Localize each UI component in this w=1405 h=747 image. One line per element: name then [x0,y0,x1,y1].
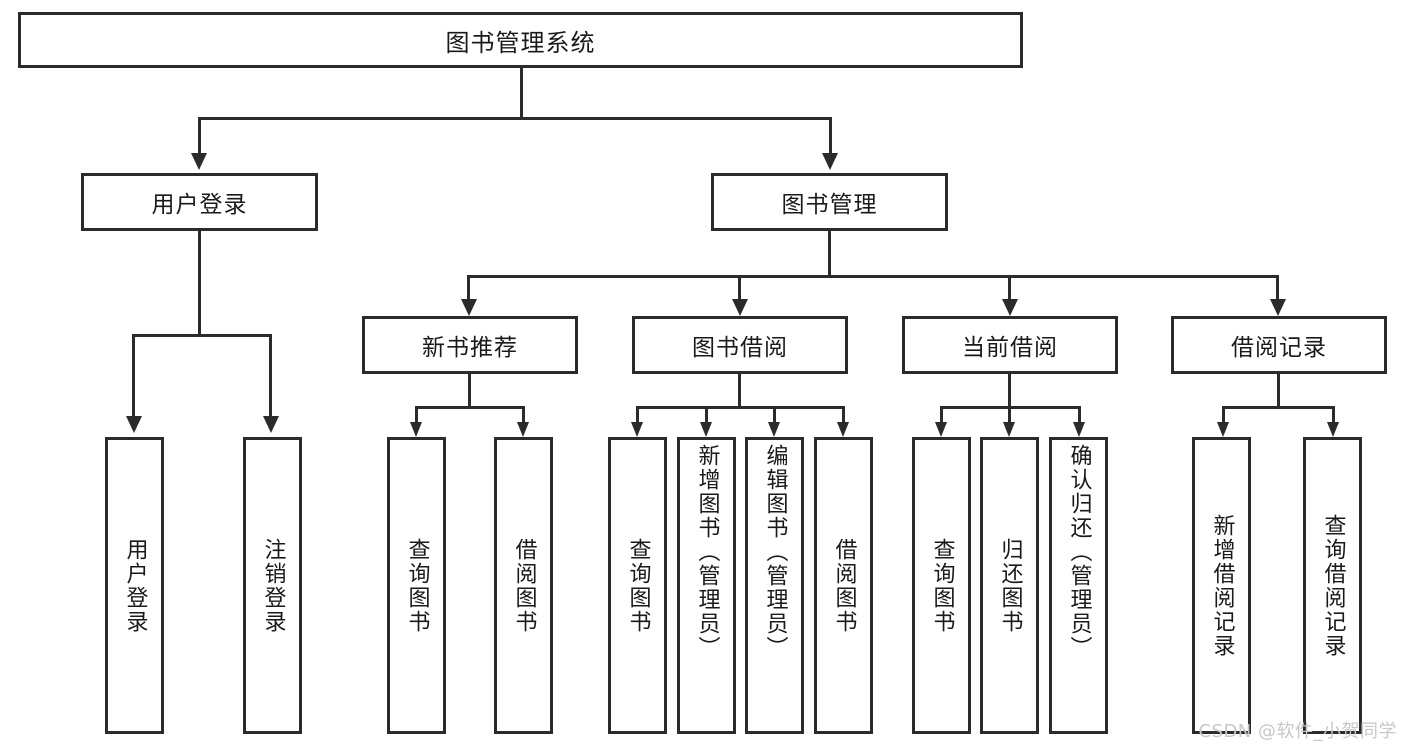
node-label: 当前借阅 [962,335,1058,361]
node-label: 查询图书 [404,537,430,634]
arrow-bm-to-book-borrow [732,299,748,316]
edge-root-bar [198,117,832,120]
edge-bb-to-leaf-3 [773,406,776,424]
node-label: 新书推荐 [422,335,518,361]
leaf-query-record[interactable]: 查询借阅记录 [1303,437,1362,734]
node-label: 查询图书 [625,537,651,634]
edge-new-book-to-leaf-2 [522,406,525,424]
edge-cb-to-leaf-2 [1008,406,1011,424]
arrow-br-to-leaf-1 [1217,422,1229,437]
arrow-bb-to-leaf-2 [700,422,712,437]
edge-user-login-stem [198,231,201,336]
node-label: 新增图书（管理员） [694,444,720,660]
arrow-cb-to-leaf-1 [935,422,947,437]
node-user-login[interactable]: 用户登录 [81,173,318,231]
edge-bb-to-leaf-4 [842,406,845,424]
edge-cb-to-leaf-1 [940,406,943,424]
arrow-user-login-to-leaf-2 [263,416,279,433]
watermark: CSDN @软件_小贺同学 [1198,721,1397,742]
node-book-borrow[interactable]: 图书借阅 [632,316,848,374]
edge-bb-to-leaf-2 [705,406,708,424]
edge-book-management-stem [828,231,831,278]
node-label: 新增借阅记录 [1209,513,1235,658]
leaf-query-book-3[interactable]: 查询图书 [912,437,971,734]
node-new-book-recommend[interactable]: 新书推荐 [362,316,578,374]
arrow-bm-to-new-book [461,299,477,316]
node-book-management[interactable]: 图书管理 [711,173,948,231]
leaf-edit-book[interactable]: 编辑图书（管理员） [745,437,804,734]
node-label: 借阅图书 [831,537,857,634]
arrow-new-book-to-leaf-1 [410,422,422,437]
edge-bm-to-book-borrow [738,275,741,303]
leaf-query-book-1[interactable]: 查询图书 [387,437,446,734]
arrow-bm-to-borrow-record [1270,299,1286,316]
edge-user-login-to-leaf-1 [132,334,135,420]
edge-borrow-record-bar [1222,406,1335,409]
arrow-new-book-to-leaf-2 [517,422,529,437]
edge-book-management-bar [467,275,1279,278]
node-current-borrow[interactable]: 当前借阅 [902,316,1118,374]
edge-book-borrow-bar [636,406,845,409]
leaf-logout-login[interactable]: 注销登录 [243,437,302,734]
node-label: 图书借阅 [692,335,788,361]
arrow-br-to-leaf-2 [1327,422,1339,437]
edge-borrow-record-stem [1277,374,1280,409]
node-label: 编辑图书（管理员） [762,444,788,660]
edge-book-borrow-stem [738,374,741,409]
edge-bm-to-borrow-record [1276,275,1279,303]
edge-cb-to-leaf-3 [1078,406,1081,424]
arrow-root-to-user-login [191,153,207,170]
edge-root-to-user-login [198,117,201,157]
arrow-bb-to-leaf-1 [631,422,643,437]
edge-new-book-bar [415,406,525,409]
node-borrow-record[interactable]: 借阅记录 [1171,316,1387,374]
arrow-cb-to-leaf-2 [1003,422,1015,437]
arrow-cb-to-leaf-3 [1073,422,1085,437]
leaf-add-record[interactable]: 新增借阅记录 [1192,437,1251,734]
arrow-bb-to-leaf-4 [837,422,849,437]
node-label: 用户登录 [122,537,148,634]
arrow-bb-to-leaf-3 [768,422,780,437]
edge-bb-to-leaf-1 [636,406,639,424]
edge-user-login-bar [132,334,272,337]
node-label: 确认归还（管理员） [1066,444,1092,660]
leaf-borrow-book-1[interactable]: 借阅图书 [494,437,553,734]
leaf-return-book[interactable]: 归还图书 [980,437,1039,734]
leaf-query-book-2[interactable]: 查询图书 [608,437,667,734]
edge-new-book-stem [468,374,471,409]
leaf-add-book[interactable]: 新增图书（管理员） [677,437,736,734]
node-label: 注销登录 [260,537,286,634]
arrow-bm-to-current-borrow [1002,299,1018,316]
leaf-user-login[interactable]: 用户登录 [105,437,164,734]
edge-bm-to-new-book [467,275,470,303]
node-label: 图书管理系统 [445,28,596,57]
node-label: 用户登录 [151,192,248,218]
node-label: 查询借阅记录 [1320,513,1346,658]
arrow-user-login-to-leaf-1 [126,416,142,433]
edge-root-stem [520,68,523,119]
node-label: 借阅记录 [1231,335,1327,361]
edge-bm-to-current-borrow [1008,275,1011,303]
edge-br-to-leaf-2 [1332,406,1335,424]
node-label: 借阅图书 [511,537,537,634]
leaf-borrow-book-2[interactable]: 借阅图书 [814,437,873,734]
node-root-system[interactable]: 图书管理系统 [18,12,1023,68]
arrow-root-to-book-management [822,153,838,170]
node-label: 图书管理 [781,192,878,218]
edge-user-login-to-leaf-2 [269,334,272,420]
edge-current-borrow-stem [1008,374,1011,409]
edge-root-to-book-management [829,117,832,157]
edge-br-to-leaf-1 [1222,406,1225,424]
node-label: 查询图书 [929,537,955,634]
edge-new-book-to-leaf-1 [415,406,418,424]
node-label: 归还图书 [997,537,1023,634]
leaf-confirm-return[interactable]: 确认归还（管理员） [1049,437,1108,734]
